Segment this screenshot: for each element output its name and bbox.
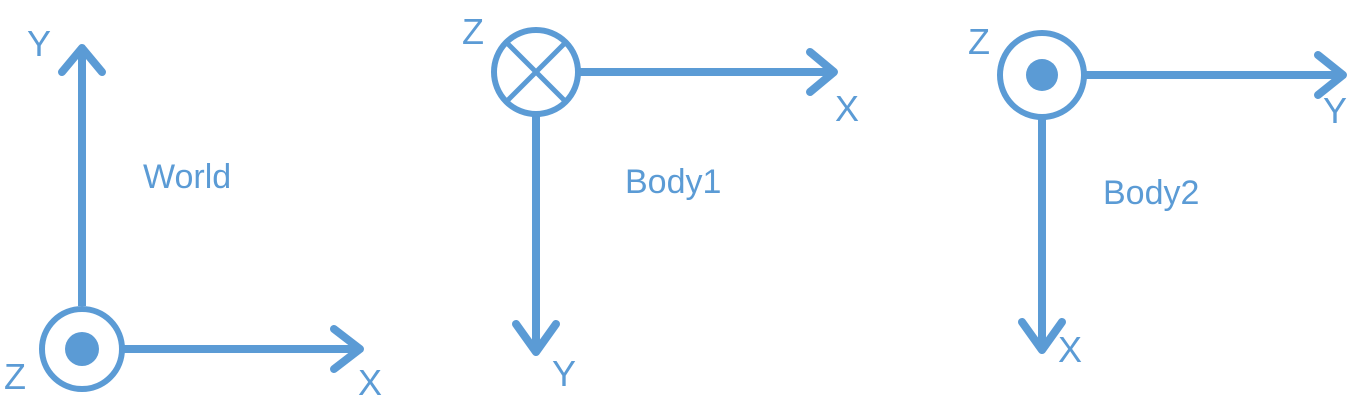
body2-z-label: Z [968, 21, 990, 62]
world-z-label: Z [4, 356, 26, 397]
world-x-arrowhead [330, 325, 364, 373]
body2-x-label: X [1058, 329, 1082, 370]
world-y-arrowhead [58, 44, 106, 76]
body1-x-arrowhead [806, 48, 838, 96]
body2-y-arrowhead [1314, 51, 1347, 99]
body1-z-cross-into-page-icon [491, 27, 581, 117]
body2-frame-name: Body2 [1103, 174, 1199, 212]
body1-frame: Z X Y Body1 [462, 11, 859, 394]
body1-y-label: Y [552, 353, 576, 394]
world-z-dot-out-of-page-icon [39, 306, 125, 392]
world-x-label: X [358, 362, 382, 403]
world-frame-name: World [143, 158, 231, 196]
world-frame: Y Z X World [4, 23, 382, 403]
body1-z-label: Z [462, 11, 484, 52]
body2-z-dot-out-of-page-icon [997, 30, 1087, 120]
world-y-label: Y [27, 23, 51, 64]
body1-frame-name: Body1 [625, 163, 721, 201]
body2-y-label: Y [1323, 90, 1347, 131]
body1-y-arrowhead [512, 320, 560, 356]
body2-frame: Z Y X Body2 [968, 21, 1347, 370]
body2-x-arrowhead [1018, 318, 1066, 354]
body1-x-label: X [835, 88, 859, 129]
